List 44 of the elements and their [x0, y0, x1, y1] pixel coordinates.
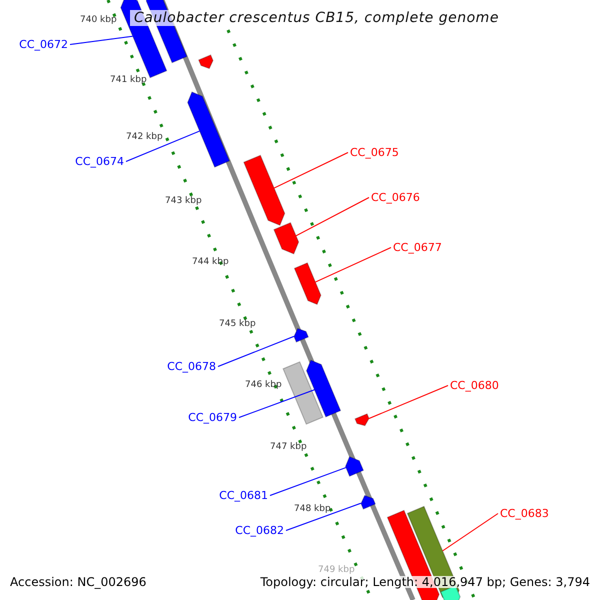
- scale-label: 743 kbp: [165, 197, 202, 206]
- genome-stats-text: Topology: circular; Length: 4,016,947 bp; Genes: 3,794: [260, 576, 590, 588]
- gene-label: CC_0677: [393, 242, 442, 253]
- gene-label: CC_0676: [371, 192, 420, 203]
- scale-label: 744 kbp: [192, 258, 229, 267]
- leader-line: [126, 130, 200, 162]
- leader-line: [218, 336, 294, 367]
- gene-label: CC_0674: [75, 156, 124, 167]
- leader-line: [238, 389, 315, 418]
- accession-text: Accession: NC_002696: [10, 576, 146, 588]
- gene-label: CC_0679: [188, 412, 237, 423]
- gene-bar: [187, 91, 230, 168]
- leader-line: [314, 247, 392, 283]
- gene-bar: [273, 222, 300, 254]
- leader-line: [70, 36, 134, 45]
- scale-label: 742 kbp: [126, 133, 163, 142]
- gene-bar: [198, 54, 214, 70]
- scale-label: 745 kbp: [219, 320, 256, 329]
- gene-label: CC_0675: [350, 147, 399, 158]
- scale-label: 747 kbp: [270, 443, 307, 452]
- gene-label: CC_0672: [19, 39, 68, 50]
- scale-label: 748 kbp: [294, 505, 331, 514]
- leader-line: [368, 385, 448, 419]
- leader-line: [286, 502, 362, 531]
- gene-label: CC_0681: [219, 490, 268, 501]
- gene-bar: [360, 494, 376, 510]
- gene-bar: [306, 360, 342, 418]
- gene-label: CC_0682: [235, 525, 284, 536]
- gene-label: CC_0680: [450, 380, 499, 391]
- leader-line: [270, 467, 346, 496]
- gene-label: CC_0678: [167, 361, 216, 372]
- gene-bar: [294, 262, 322, 306]
- gene-label: CC_0683: [500, 508, 549, 519]
- scale-label: 746 kbp: [245, 381, 282, 390]
- scale-label: 741 kbp: [110, 76, 147, 85]
- gene-bar: [354, 413, 370, 426]
- gene-bar: [243, 154, 286, 226]
- gene-bar: [293, 328, 309, 343]
- gene-bar: [344, 456, 364, 477]
- leader-line: [442, 513, 498, 552]
- scale-label: 749 kbp: [318, 566, 355, 575]
- leader-line: [296, 197, 370, 236]
- leader-line: [274, 152, 348, 189]
- gene-bar: [282, 361, 324, 425]
